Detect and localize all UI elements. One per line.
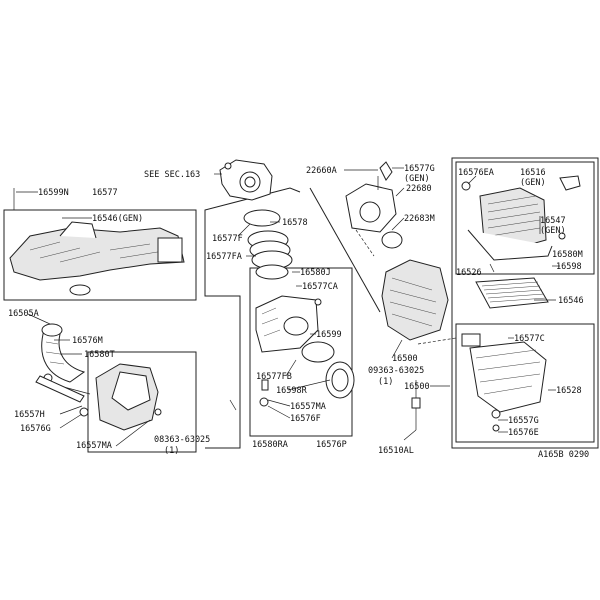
label-16500-upper: 16500 bbox=[392, 354, 418, 364]
label-16576g: 16576G bbox=[20, 424, 51, 434]
label-16557ma-left: 16557MA bbox=[76, 441, 112, 451]
label-16599n: 16599N bbox=[38, 188, 69, 198]
label-16557g: 16557G bbox=[508, 416, 539, 426]
frame-upper-left bbox=[3, 209, 197, 301]
label-16577ca: 16577CA bbox=[302, 282, 338, 292]
label-16598: 16598 bbox=[556, 262, 582, 272]
frame-center bbox=[249, 267, 353, 437]
label-screw-center-qty: (1) bbox=[378, 377, 393, 387]
frame-right-top bbox=[455, 161, 595, 275]
label-16505a: 16505A bbox=[8, 309, 39, 319]
frame-right-outer bbox=[451, 157, 599, 449]
label-16576f: 16576F bbox=[290, 414, 321, 424]
label-16576ea: 16576EA bbox=[458, 168, 494, 178]
part-labels: 16599N 16577 16546(GEN) 16505A 16576M 16… bbox=[8, 164, 589, 460]
divider-center bbox=[309, 187, 381, 313]
lower-case-bottom-right bbox=[461, 333, 547, 432]
label-16528: 16528 bbox=[556, 386, 582, 396]
filter-element-16546 bbox=[475, 277, 549, 309]
label-16578: 16578 bbox=[282, 218, 308, 228]
label-16580ra: 16580RA bbox=[252, 440, 288, 450]
frame-right-bottom bbox=[455, 323, 595, 443]
label-16580m: 16580M bbox=[552, 250, 583, 260]
throttle-body bbox=[219, 159, 273, 201]
air-duct-assembly bbox=[9, 221, 185, 296]
label-16547: 16547 bbox=[540, 216, 566, 226]
label-16516-gen: (GEN) bbox=[520, 178, 546, 188]
label-16577fb: 16577FB bbox=[256, 372, 292, 382]
label-22680: 22680 bbox=[406, 184, 432, 194]
label-16577g-gen: (GEN) bbox=[404, 174, 430, 184]
label-16577c: 16577C bbox=[514, 334, 545, 344]
label-16580t: 16580T bbox=[84, 350, 115, 360]
label-22683m: 22683M bbox=[404, 214, 435, 224]
label-16510al: 16510AL bbox=[378, 446, 414, 456]
label-screw-left-qty: (1) bbox=[164, 446, 179, 456]
label-22660a: 22660A bbox=[306, 166, 337, 176]
label-16546: 16546 bbox=[558, 296, 584, 306]
air-cleaner-center bbox=[345, 161, 449, 430]
resonator-16580t bbox=[35, 363, 162, 431]
label-16547-gen: (GEN) bbox=[540, 226, 566, 236]
filter-case-center bbox=[255, 295, 355, 407]
frame-lower-left bbox=[87, 351, 197, 453]
leader-lines bbox=[13, 167, 560, 447]
label-16526: 16526 bbox=[456, 268, 482, 278]
label-16577fa: 16577FA bbox=[206, 252, 242, 262]
bellows-16578 bbox=[243, 209, 293, 280]
label-16576e: 16576E bbox=[508, 428, 539, 438]
label-16577f: 16577F bbox=[212, 234, 243, 244]
label-16577g: 16577G bbox=[404, 164, 435, 174]
frame-center-bracket bbox=[204, 187, 301, 449]
label-16577: 16577 bbox=[92, 188, 118, 198]
label-16580j: 16580J bbox=[300, 268, 331, 278]
label-see-sec: SEE SEC.163 bbox=[144, 170, 200, 180]
label-16598r: 16598R bbox=[276, 386, 308, 396]
label-16500: 16500 bbox=[404, 382, 430, 392]
label-16576p: 16576P bbox=[316, 440, 347, 450]
label-screw-center: 09363-63025 bbox=[368, 366, 424, 376]
hose-16576m bbox=[41, 323, 86, 383]
diagram-frames bbox=[3, 157, 599, 453]
label-16557ma-center: 16557MA bbox=[290, 402, 326, 412]
air-cleaner-top-right bbox=[461, 175, 581, 261]
label-16516: 16516 bbox=[520, 168, 546, 178]
label-16557h: 16557H bbox=[14, 410, 45, 420]
label-16599: 16599 bbox=[316, 330, 342, 340]
label-16576m: 16576M bbox=[72, 336, 103, 346]
label-diagram-code: A165B 0290 bbox=[538, 450, 589, 460]
label-screw-left: 08363-63025 bbox=[154, 435, 210, 445]
label-16546-gen: 16546(GEN) bbox=[92, 214, 143, 224]
